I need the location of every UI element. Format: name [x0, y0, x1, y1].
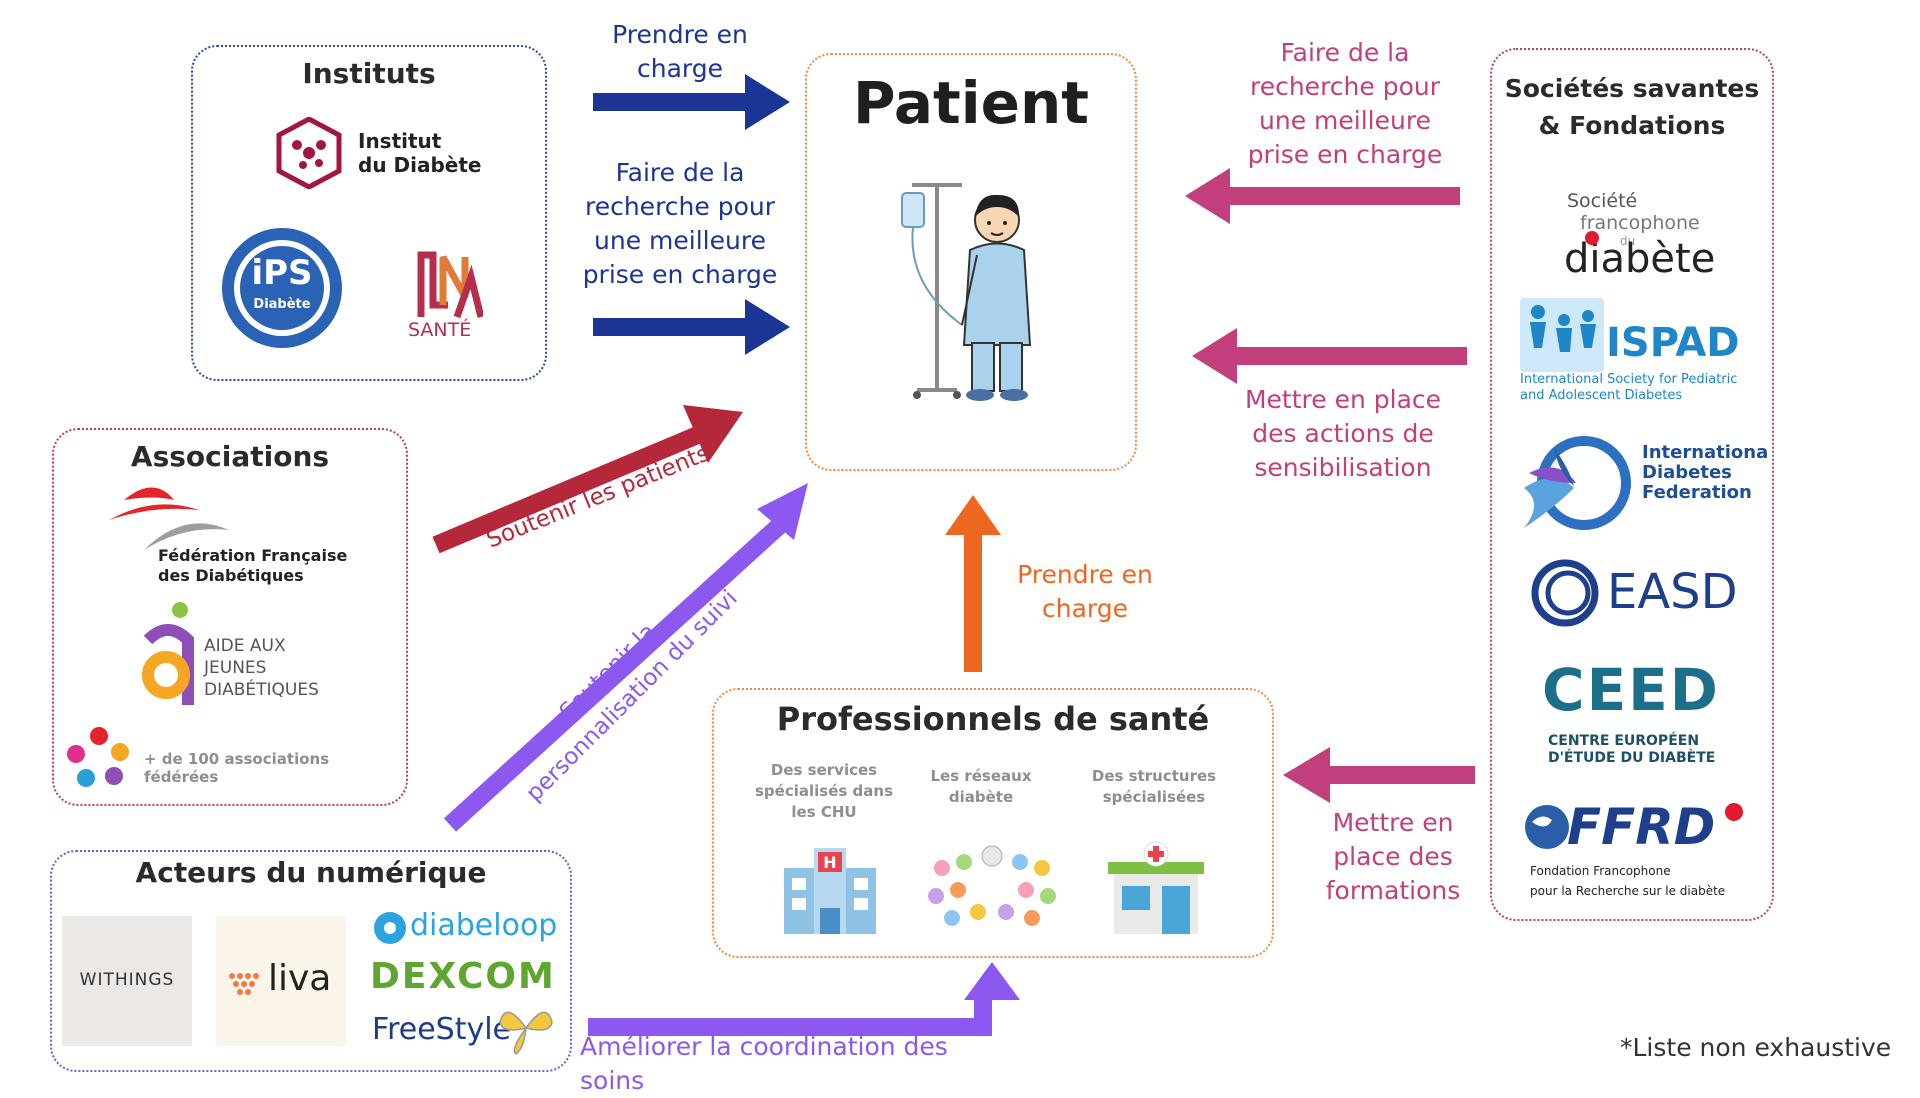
- ajd-line1: AIDE AUX: [204, 636, 286, 656]
- label-societes-sensibilisation: Mettre en place des actions de sensibili…: [1244, 385, 1442, 482]
- footnote: *Liste non exhaustive: [1620, 1033, 1892, 1062]
- withings-tile: [62, 916, 192, 1046]
- diabeloop-name: diabeloop: [410, 908, 558, 943]
- diabeloop-icon: [374, 912, 406, 944]
- patient-illustration: [901, 183, 1032, 401]
- arrow-instituts-recherche: [593, 299, 790, 355]
- ceed-line1: CENTRE EUROPÉEN: [1548, 733, 1700, 749]
- label-instituts-prendre: Prendre en charge: [612, 20, 748, 83]
- ajd-line2: JEUNES: [204, 658, 267, 678]
- idf-line3: Federation: [1642, 482, 1752, 503]
- ajd-logo-icon: [142, 602, 194, 705]
- label-instituts-recherche: Faire de la recherche pour une meilleure…: [582, 158, 778, 289]
- professionnels-title: Professionnels de santé: [776, 700, 1210, 738]
- idf-line1: Internationa: [1642, 442, 1769, 463]
- ispad-children-icon: [1520, 298, 1604, 372]
- instituts-box: Instituts Institut du Diabète iPS Diabèt…: [191, 45, 547, 381]
- sfd-line2: francophone: [1580, 212, 1700, 234]
- easd-name: EASD: [1607, 564, 1738, 620]
- label-professionnels-prendre: Prendre en charge: [1017, 560, 1153, 623]
- sfd-line3: du: [1620, 234, 1636, 248]
- label-numerique-coordination: Améliorer la coordination des soins: [580, 1032, 948, 1095]
- ffrd-line2: pour la Recherche sur le diabète: [1530, 884, 1726, 898]
- liva-name: liva: [268, 958, 332, 999]
- liva-tile: [216, 916, 346, 1046]
- arrow-numerique-coordination: [588, 962, 1020, 1036]
- numerique-box: Acteurs du numérique WITHINGS liva diabe…: [50, 850, 572, 1072]
- hospital-icon: H: [784, 848, 876, 934]
- patient-box: Patient: [805, 53, 1137, 471]
- ispad-name: ISPAD: [1606, 320, 1740, 366]
- ispad-sub: International Society for Pediatric and …: [1520, 372, 1738, 403]
- associations-box: Associations Fédération Française des Di…: [52, 428, 408, 806]
- sfd-dot-icon: [1585, 231, 1599, 245]
- lna-sub: SANTÉ: [408, 319, 472, 341]
- ceed-name: CEED: [1542, 656, 1720, 724]
- ffrd-line1: Fondation Francophone: [1530, 864, 1671, 878]
- patient-title: Patient: [852, 69, 1090, 137]
- ffd-line2: des Diabétiques: [158, 566, 304, 585]
- ajd-line3: DIABÉTIQUES: [204, 680, 319, 700]
- ffrd-name: FFRD: [1567, 798, 1716, 856]
- ffrd-globe-icon: [1525, 805, 1569, 849]
- institut-diabete-logo-icon: [276, 117, 342, 189]
- arrow-professionnels-prendre: [945, 495, 1001, 672]
- ips-sub: Diabète: [253, 297, 311, 312]
- institut-diabete-line1: Institut: [358, 129, 442, 153]
- label-societes-formations: Mettre en place des formations: [1325, 808, 1461, 905]
- liva-heart-icon: [229, 973, 259, 995]
- professionnels-box: Professionnels de santé Des services spé…: [712, 688, 1274, 958]
- easd-ring-icon: [1531, 559, 1599, 627]
- arrow-associations-soutenir: [432, 405, 743, 554]
- prof-item-reseaux: Les réseaux diabète: [930, 767, 1032, 806]
- federation-circle-icon: [67, 727, 129, 787]
- societes-title: Sociétés savantes & Fondations: [1504, 74, 1760, 140]
- ips-diabete-logo-icon: [222, 228, 342, 348]
- prof-item-chu: Des services spécialisés dans les CHU: [755, 761, 893, 821]
- arrow-societes-recherche: [1185, 168, 1460, 224]
- societes-box: Sociétés savantes & Fondations Société f…: [1490, 48, 1774, 921]
- arrow-societes-formations: [1283, 747, 1475, 803]
- federated-count: + de 100 associations fédérées: [144, 750, 330, 786]
- sfd-line1: Société: [1567, 190, 1638, 212]
- ips-main: iPS: [251, 253, 313, 293]
- ffrd-dot-icon: [1725, 803, 1743, 821]
- label-societes-recherche: Faire de la recherche pour une meilleure…: [1247, 38, 1443, 169]
- ceed-line2: D'ÉTUDE DU DIABÈTE: [1548, 750, 1716, 766]
- dexcom-name: DEXCOM: [370, 956, 556, 997]
- arrow-numerique-personnalisation: [443, 483, 808, 832]
- ffd-line1: Fédération Française: [158, 546, 348, 565]
- instituts-title: Instituts: [302, 57, 436, 90]
- lna-sante-logo-icon: [417, 251, 483, 319]
- idf-line2: Diabetes: [1642, 462, 1732, 483]
- idf-bird-icon: [1524, 436, 1631, 530]
- numerique-title: Acteurs du numérique: [135, 856, 487, 889]
- arrow-societes-sensibilisation: [1192, 328, 1467, 384]
- arrow-instituts-prendre: [593, 74, 790, 130]
- withings-name: WITHINGS: [79, 970, 175, 990]
- ffd-bird-icon: [109, 487, 229, 550]
- freestyle-name: FreeStyle: [372, 1012, 512, 1047]
- associations-title: Associations: [130, 440, 330, 473]
- network-people-icon: [928, 845, 1056, 926]
- svg-text:H: H: [823, 853, 836, 872]
- prof-item-structures: Des structures spécialisées: [1091, 767, 1217, 806]
- institut-diabete-line2: du Diabète: [358, 153, 482, 177]
- clinic-icon: [1108, 841, 1204, 934]
- butterfly-icon: [499, 1011, 553, 1055]
